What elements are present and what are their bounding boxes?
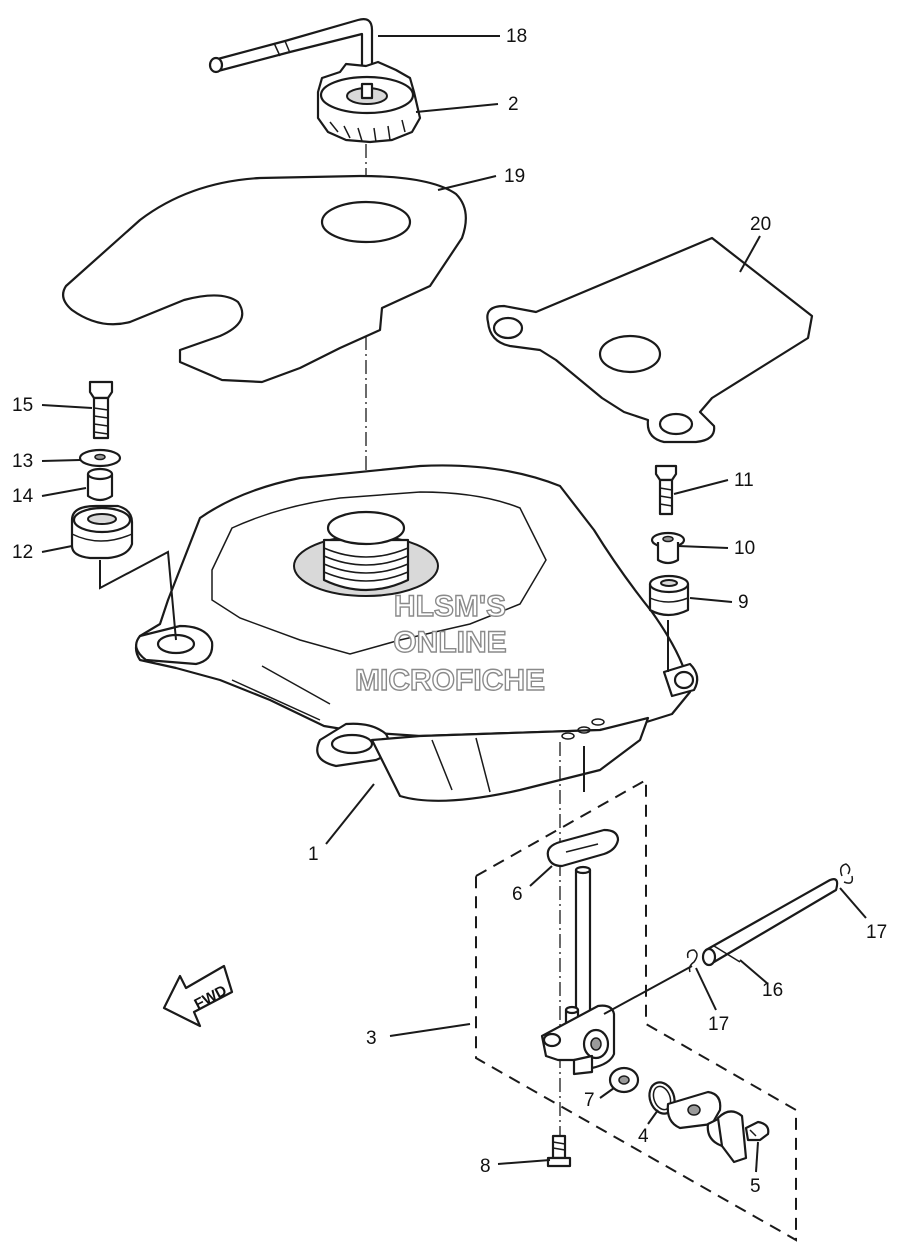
part-14-collar[interactable] <box>86 467 114 502</box>
callout-16[interactable]: 16 <box>762 980 783 1001</box>
part-1-fuel-tank[interactable] <box>134 464 699 802</box>
part-5-screw[interactable] <box>744 1120 770 1142</box>
callout-10[interactable]: 10 <box>734 538 755 559</box>
part-18-vent-hose[interactable] <box>208 18 374 88</box>
part-7-lever-seal[interactable] <box>608 1066 640 1094</box>
leader-left-mount <box>99 550 177 641</box>
watermark-line-2: ONLINE <box>393 626 506 659</box>
watermark-line-1: HLSM'S <box>394 590 506 623</box>
fwd-direction-arrow: FWD <box>162 964 234 1028</box>
callout-5[interactable]: 5 <box>750 1176 761 1197</box>
callout-3[interactable]: 3 <box>366 1028 377 1049</box>
leader-hose-line <box>603 965 693 1015</box>
callout-4[interactable]: 4 <box>638 1126 649 1147</box>
part-3-petcock[interactable] <box>540 865 616 1076</box>
part-16-fuel-hose[interactable] <box>701 878 839 967</box>
fuel-lever[interactable] <box>666 1090 748 1164</box>
callout-2[interactable]: 2 <box>508 94 519 115</box>
callout-7[interactable]: 7 <box>584 1090 595 1111</box>
part-19-upper-pad[interactable] <box>61 174 467 384</box>
callout-6[interactable]: 6 <box>512 884 523 905</box>
watermark-line-3: MICROFICHE <box>355 664 545 697</box>
part-13-washer[interactable] <box>78 448 122 468</box>
callout-19[interactable]: 19 <box>504 166 525 187</box>
part-15-bolt[interactable] <box>88 380 114 440</box>
callout-18[interactable]: 18 <box>506 26 527 47</box>
watermark: HLSM'S ONLINE MICROFICHE <box>354 589 545 697</box>
callout-13[interactable]: 13 <box>12 451 33 472</box>
part-17-hose-clip-a[interactable] <box>839 863 854 884</box>
callout-8[interactable]: 8 <box>480 1156 491 1177</box>
callouts: 18 2 19 20 15 13 14 12 11 10 9 1 6 17 16… <box>12 26 887 1197</box>
part-20-side-pad[interactable] <box>486 236 814 444</box>
part-10-collar[interactable] <box>650 531 686 565</box>
part-2-fuel-cap[interactable] <box>316 60 422 144</box>
part-8-screw[interactable] <box>546 1134 572 1168</box>
callout-12[interactable]: 12 <box>12 542 33 563</box>
part-12-damper[interactable] <box>70 504 134 560</box>
callout-1[interactable]: 1 <box>308 844 319 865</box>
callout-11[interactable]: 11 <box>734 470 754 491</box>
callout-14[interactable]: 14 <box>12 486 34 507</box>
callout-15[interactable]: 15 <box>12 395 33 416</box>
callout-20[interactable]: 20 <box>750 214 771 235</box>
part-9-damper[interactable] <box>648 574 690 617</box>
callout-17-b[interactable]: 17 <box>708 1014 729 1035</box>
callout-17-a[interactable]: 17 <box>866 922 887 943</box>
part-6-gasket[interactable] <box>546 828 620 868</box>
part-11-bolt[interactable] <box>654 464 678 516</box>
callout-9[interactable]: 9 <box>738 592 749 613</box>
part-3-petcock-assembly-outline <box>475 778 797 1242</box>
